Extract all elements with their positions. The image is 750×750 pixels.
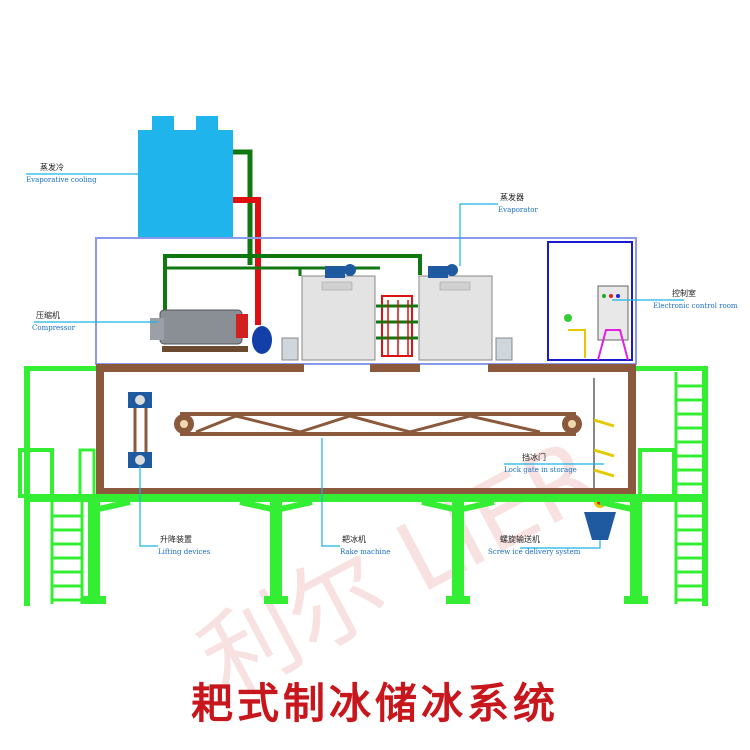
svg-text:蒸发器: 蒸发器	[500, 192, 524, 202]
label-compressor: 压缩机 Compressor	[32, 310, 76, 332]
valve-block	[376, 295, 418, 357]
svg-text:Evaporator: Evaporator	[498, 206, 538, 214]
svg-text:升降装置: 升降装置	[160, 534, 192, 544]
ladders	[50, 372, 706, 604]
svg-text:挡冰门: 挡冰门	[522, 452, 546, 462]
svg-text:Rake machine: Rake machine	[340, 548, 390, 556]
svg-text:压缩机: 压缩机	[36, 310, 60, 320]
svg-text:Electronic control room: Electronic control room	[653, 302, 738, 310]
green-pipe-header	[163, 254, 422, 330]
lifting-devices	[128, 392, 152, 468]
oil-separator	[252, 326, 272, 354]
evaporator-right	[418, 264, 493, 361]
ice-storage	[96, 372, 636, 496]
red-pipe-tower	[233, 197, 261, 325]
label-control-room: 控制室 Electronic control room	[653, 288, 738, 310]
svg-text:Evaporative cooling: Evaporative cooling	[26, 176, 97, 184]
rake-machine	[174, 412, 582, 436]
watermark: 利尔 LIER	[183, 417, 617, 719]
label-rake-machine: 耙冰机 Rake machine	[340, 534, 390, 556]
svg-text:Compressor: Compressor	[32, 324, 76, 332]
machine-room	[95, 237, 637, 365]
label-screw-delivery: 螺旋输送机 Screw ice delivery system	[488, 534, 581, 556]
lock-gate	[593, 378, 615, 488]
control-cabinet	[597, 285, 629, 341]
control-room	[547, 241, 633, 361]
control-chair	[597, 329, 629, 361]
svg-text:蒸发冷: 蒸发冷	[40, 162, 64, 172]
operator-icon	[564, 314, 572, 322]
compressor	[150, 309, 272, 354]
floor-slab	[96, 364, 636, 372]
svg-text:Screw ice delivery system: Screw ice delivery system	[488, 548, 581, 556]
green-pipe-tower	[233, 149, 253, 265]
label-lifting-devices: 升降装置 Lifting devices	[158, 534, 211, 556]
svg-text:Lock gate in storage: Lock gate in storage	[504, 466, 577, 474]
label-evaporator: 蒸发器 Evaporator	[498, 192, 538, 214]
label-lock-gate: 挡冰门 Lock gate in storage	[504, 452, 577, 474]
page-title: 耙式制冰储冰系统	[191, 679, 559, 728]
svg-text:Lifting devices: Lifting devices	[158, 548, 211, 556]
evaporator-left	[301, 264, 376, 361]
svg-text:螺旋输送机: 螺旋输送机	[500, 534, 540, 544]
label-evaporative-cooling: 蒸发冷 Evaporative cooling	[26, 162, 97, 184]
svg-text:耙冰机: 耙冰机	[342, 534, 366, 544]
leader-lines	[26, 173, 684, 549]
evaporative-cooling-tower	[138, 116, 233, 238]
svg-text:控制室: 控制室	[672, 288, 696, 298]
